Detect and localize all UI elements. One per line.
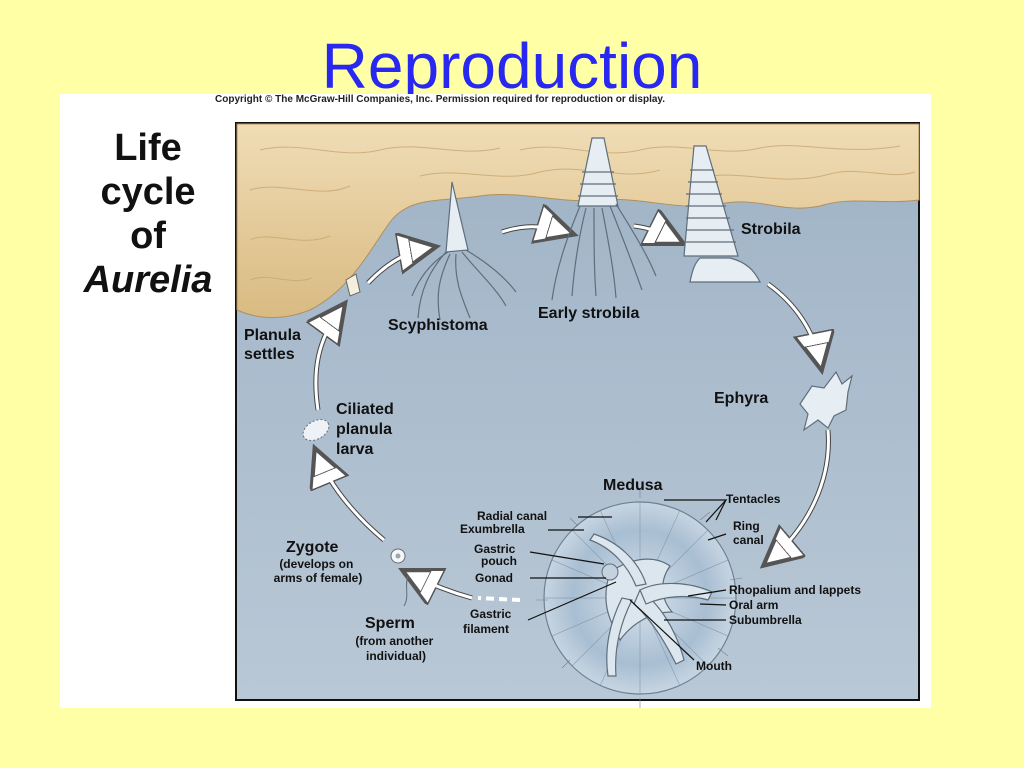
label-gonad: Gonad <box>475 571 513 585</box>
ciliated-planula-larva-organism <box>302 419 330 441</box>
scyphistoma-organism <box>411 181 517 321</box>
label-subumbrella: Subumbrella <box>729 613 802 627</box>
label-sperm-note: (from another individual) <box>355 634 436 663</box>
label-zygote: Zygote <box>286 539 339 556</box>
label-exumbrella: Exumbrella <box>460 522 525 536</box>
figure-side-title: Life cycle of Aurelia <box>60 126 236 302</box>
planula-settled-organism <box>345 273 361 297</box>
slide-title: Reproduction <box>321 30 703 102</box>
label-mouth: Mouth <box>696 659 732 673</box>
label-radial-canal: Radial canal <box>477 509 547 523</box>
label-gastric-filament: Gastric filament <box>463 607 515 636</box>
medusa-organism <box>536 488 743 708</box>
leader-lines <box>527 499 728 661</box>
side-title-line-4: Aurelia <box>83 259 213 301</box>
label-medusa: Medusa <box>603 477 663 494</box>
label-zygote-note: (develops on arms of female) <box>274 557 363 585</box>
label-planula-settles: Planula settles <box>244 327 305 363</box>
label-ephyra: Ephyra <box>714 390 768 407</box>
side-title-line-2: cycle <box>100 171 196 213</box>
label-strobila: Strobila <box>741 221 801 238</box>
label-ciliated-planula-larva: Ciliated planula larva <box>336 401 398 458</box>
sperm-organism <box>403 575 409 607</box>
label-ring-canal: Ring canal <box>733 519 764 547</box>
copyright-notice: Copyright © The McGraw-Hill Companies, I… <box>215 94 666 105</box>
label-sperm: Sperm <box>365 615 415 632</box>
ephyra-organism <box>799 370 854 432</box>
cycle-arrows <box>316 226 829 598</box>
side-title-line-1: Life <box>114 127 182 169</box>
side-title-line-3: of <box>130 215 166 257</box>
rock-substrate <box>236 123 920 319</box>
label-tentacles: Tentacles <box>726 492 781 506</box>
zygote-organism <box>390 548 406 564</box>
label-early-strobila: Early strobila <box>538 305 639 322</box>
early-strobila-organism <box>551 137 657 301</box>
strobila-organism <box>683 145 761 283</box>
label-oral-arm: Oral arm <box>729 598 778 612</box>
label-scyphistoma: Scyphistoma <box>388 317 488 334</box>
label-rhopalium-and-lappets: Rhopalium and lappets <box>729 583 861 597</box>
label-gastric-pouch: Gastric pouch <box>474 542 519 568</box>
